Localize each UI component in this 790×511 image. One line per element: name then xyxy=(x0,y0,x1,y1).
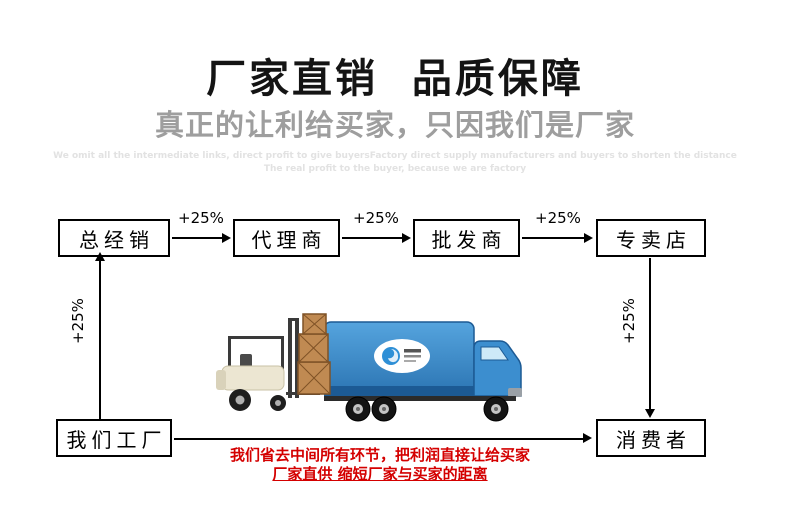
promo-footer: 我们省去中间所有环节，把利润直接让给买家 厂家直供 缩短厂家与买家的距离 xyxy=(150,446,610,484)
node-agent: 代理商 xyxy=(233,219,340,257)
node-consumer: 消费者 xyxy=(596,419,706,457)
promo-footer-line1: 我们省去中间所有环节，把利润直接让给买家 xyxy=(229,446,530,464)
watermark-text: We omit all the intermediate links, dire… xyxy=(0,150,790,176)
increment-label-2: +25% xyxy=(353,209,399,227)
increment-label-3: +25% xyxy=(535,209,581,227)
crates-icon xyxy=(297,313,331,395)
truck-logo-icon xyxy=(374,339,430,373)
increment-label-right: +25% xyxy=(620,298,638,344)
node-wholesaler: 批发商 xyxy=(413,219,520,257)
increment-label-left: +25% xyxy=(69,298,87,344)
node-retail-store: 专卖店 xyxy=(596,219,706,257)
node-our-factory: 我们工厂 xyxy=(56,419,172,457)
watermark-line1: We omit all the intermediate links, dire… xyxy=(53,151,737,161)
truck-illustration xyxy=(202,308,540,424)
increment-label-1: +25% xyxy=(178,209,224,227)
node-general-distributor: 总经销 xyxy=(58,219,170,257)
watermark-line2: The real profit to the buyer, because we… xyxy=(263,164,527,174)
promo-footer-line2: 厂家直供 缩短厂家与买家的距离 xyxy=(272,465,488,483)
page-title: 厂家直销 品质保障 xyxy=(206,56,584,102)
forklift-icon xyxy=(216,318,320,411)
page-subtitle: 真正的让利给买家，只因我们是厂家 xyxy=(154,108,635,142)
truck-icon xyxy=(323,321,522,422)
